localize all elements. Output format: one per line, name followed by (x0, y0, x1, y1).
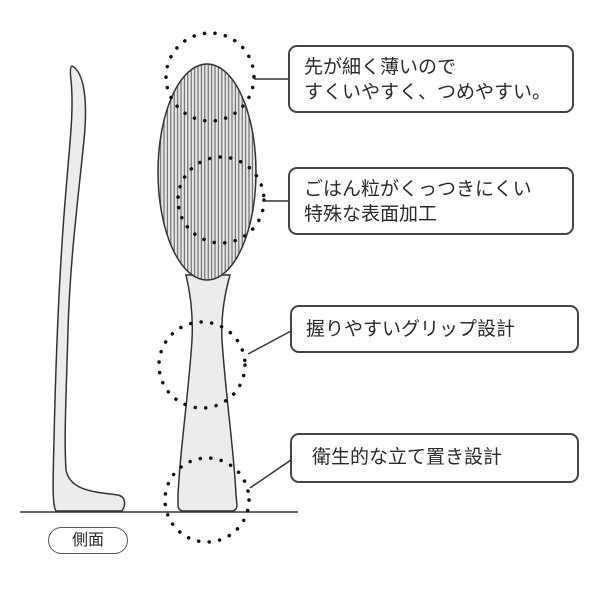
callout-line: 特殊な表面加工 (304, 203, 438, 225)
callout-grip: 握りやすいグリップ設計 (290, 305, 579, 353)
side-view-label: 側面 (48, 527, 128, 554)
front-view-handle (177, 274, 238, 512)
side-view-paddle (52, 65, 126, 512)
grip-highlight-circle (157, 320, 247, 410)
callout-line: すくいやすく、つめやすい。 (304, 81, 552, 103)
callout-line: 先が細く薄いので (304, 56, 457, 78)
callout-line: 握りやすいグリップ設計 (306, 318, 516, 340)
callout-standing: 衛生的な立て置き設計 (290, 433, 579, 483)
callout-thin-tip: 先が細く薄いので すくいやすく、つめやすい。 (288, 45, 574, 113)
leader-line (249, 459, 292, 489)
callout-line: 衛生的な立て置き設計 (312, 446, 503, 468)
surface-highlight-circle (176, 155, 266, 245)
callout-line: ごはん粒がくっつきにくい (304, 178, 532, 200)
front-view-head (157, 63, 257, 281)
tip-highlight-circle (164, 31, 256, 123)
leader-line (247, 330, 292, 355)
base-highlight-circle (163, 456, 251, 544)
callout-nonstick-surface: ごはん粒がくっつきにくい 特殊な表面加工 (288, 167, 574, 235)
